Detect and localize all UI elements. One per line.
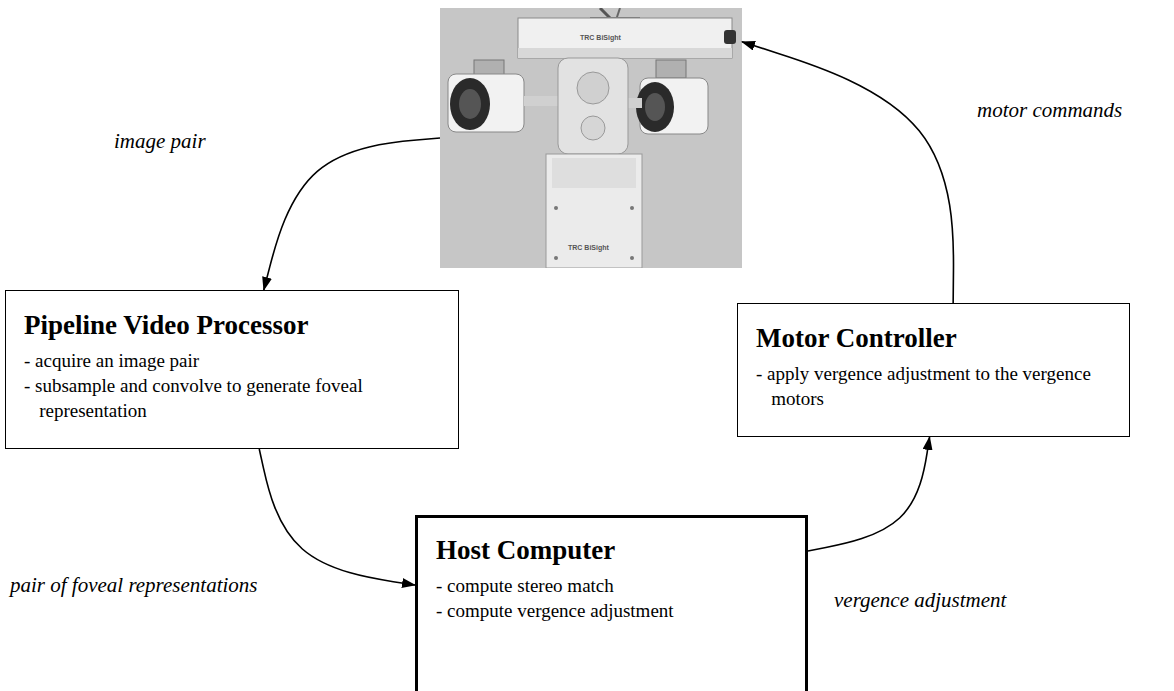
box-item: - acquire an image pair bbox=[24, 349, 442, 374]
box-item: - subsample and convolve to generate fov… bbox=[24, 374, 442, 423]
box-item: - compute vergence adjustment bbox=[436, 599, 789, 624]
box-item: - apply vergence adjustment to the verge… bbox=[756, 362, 1113, 411]
camera-head-photo bbox=[440, 8, 742, 268]
logo-text: TRC BiSight bbox=[568, 244, 609, 251]
box-heading: Motor Controller bbox=[756, 322, 1113, 354]
flow-arrow bbox=[264, 138, 440, 290]
process-box: Pipeline Video Processor - acquire an ima… bbox=[5, 290, 459, 449]
box-item: - compute stereo match bbox=[436, 574, 789, 599]
camera-head: TRC BiSightTRC BiSight bbox=[440, 8, 742, 268]
process-box: Motor Controller - apply vergence adjustm… bbox=[737, 303, 1130, 437]
edge-label: motor commands bbox=[975, 98, 1124, 123]
box-heading: Host Computer bbox=[436, 534, 789, 566]
logo-text: TRC BiSight bbox=[580, 34, 621, 41]
host-box: Host Computer - compute stereo match- com… bbox=[415, 515, 808, 691]
edge-label: pair of foveal representations bbox=[8, 573, 260, 598]
flow-arrow bbox=[259, 449, 415, 585]
flow-arrow bbox=[742, 42, 954, 303]
box-heading: Pipeline Video Processor bbox=[24, 309, 442, 341]
edge-label: vergence adjustment bbox=[832, 588, 1008, 613]
flow-arrow bbox=[808, 437, 930, 551]
edge-label: image pair bbox=[112, 129, 208, 154]
